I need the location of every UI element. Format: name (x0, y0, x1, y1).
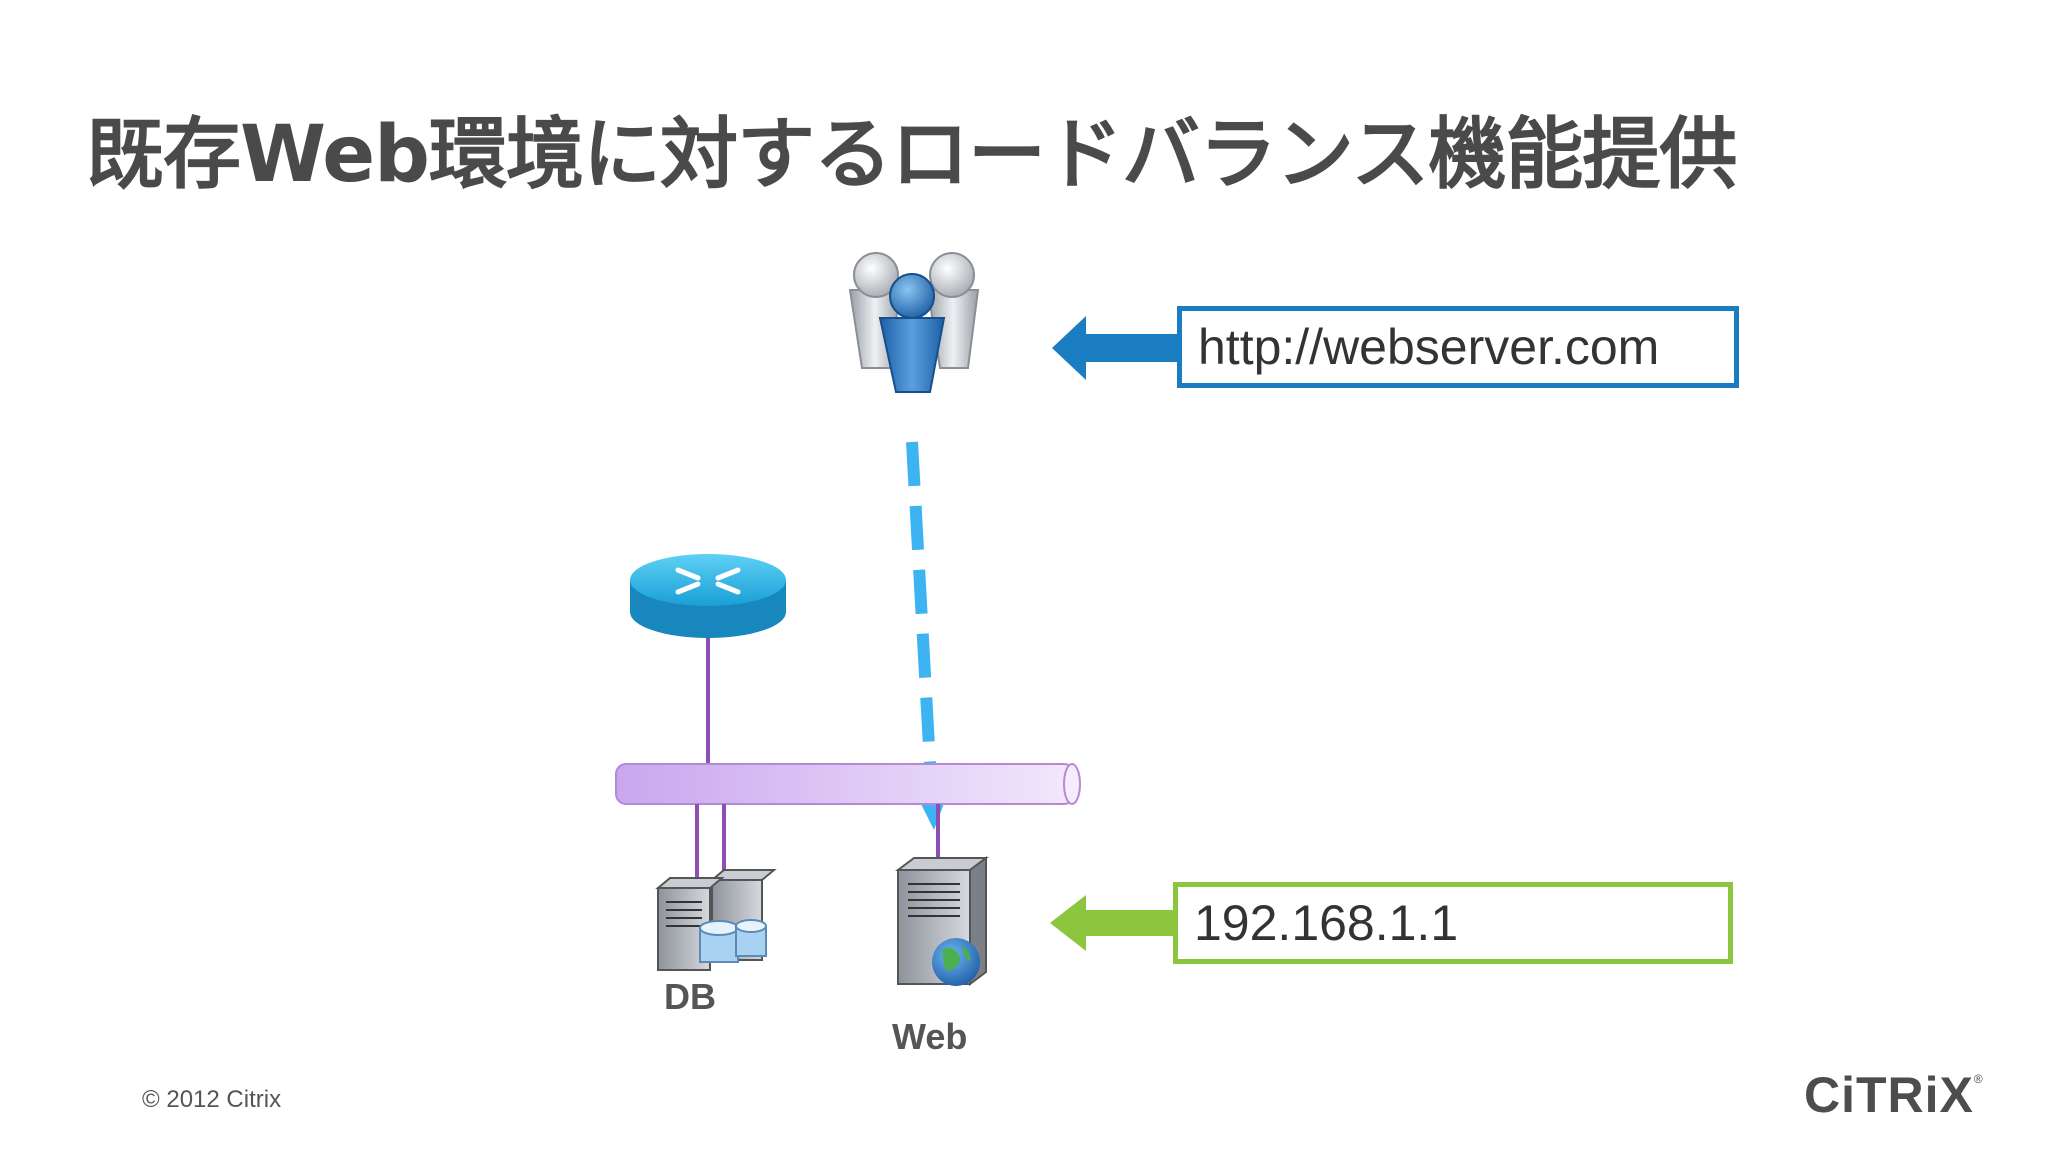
url-arrow-icon (1052, 316, 1181, 380)
url-text: http://webserver.com (1198, 319, 1660, 375)
url-callout: http://webserver.com (1177, 306, 1739, 388)
copyright-text: © 2012 Citrix (142, 1086, 282, 1113)
network-bus-icon (615, 763, 1081, 805)
db-server-icon (655, 869, 777, 971)
web-server-icon (895, 856, 989, 986)
citrix-logo: CiTRiX® (1804, 1066, 1984, 1124)
db-label: DB (664, 976, 716, 1017)
router-icon (630, 554, 786, 770)
ip-callout: 192.168.1.1 (1173, 882, 1733, 964)
web-label: Web (892, 1016, 968, 1057)
ip-text: 192.168.1.1 (1194, 895, 1459, 951)
users-group-icon (848, 252, 980, 393)
registered-mark: ® (1973, 1072, 1984, 1086)
logo-text: CiTRiX (1804, 1067, 1974, 1123)
slide-title: 既存Web環境に対するロードバランス機能提供 (86, 110, 1737, 200)
ip-arrow-icon (1050, 895, 1178, 951)
